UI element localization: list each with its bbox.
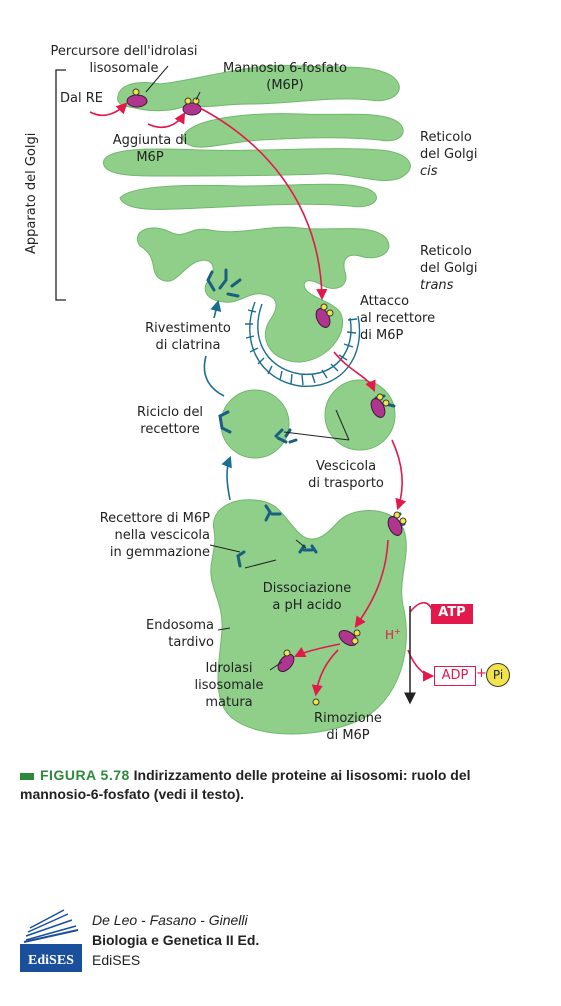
late-endosome (210, 499, 407, 735)
label-dissociation: Dissociazione a pH acido (262, 581, 352, 613)
footer-book-title: Biologia e Genetica II Ed. (92, 932, 260, 948)
logo-text: EdiSES (28, 953, 74, 968)
label-mature-hydrolase: Idrolasi lisosomale matura (194, 661, 264, 710)
cis-golgi-cisternae (103, 64, 411, 210)
footer-credits: De Leo - Fasano - Ginelli Biologia e Gen… (92, 910, 259, 970)
pi-circle: Pi (486, 663, 510, 687)
adp-badge: ADP (434, 666, 476, 686)
label-golgi-apparatus: Apparato del Golgi (24, 132, 39, 254)
footer-authors: De Leo - Fasano - Ginelli (92, 912, 248, 928)
label-precursor: Percursore dell'idrolasi lisosomale (50, 44, 198, 76)
leader-lines (145, 65, 350, 671)
atp-badge: ATP (431, 604, 473, 624)
caption-marker (20, 772, 34, 780)
phosphate-groups (132, 88, 407, 706)
hydrolase-molecules (126, 94, 403, 673)
label-receptor-recycling: Riciclo del recettore (136, 405, 204, 437)
label-receptor-binding: Attacco al recettore di M6P (360, 294, 436, 343)
label-from-er: Dal RE (60, 91, 103, 106)
label-add-m6p: Aggiunta di M6P (112, 133, 188, 165)
figure-number: FIGURA 5.78 (40, 767, 130, 783)
label-m6p-removal: Rimozione di M6P (314, 711, 382, 743)
clathrin-coat (245, 301, 361, 387)
label-m6p: Mannosio 6-fosfato (M6P) (223, 61, 347, 93)
figure-caption: FIGURA 5.78 Indirizzamento delle protein… (20, 766, 530, 804)
caption-text: Indirizzamento delle proteine ai lisosom… (20, 767, 471, 802)
label-transport-vesicle: Vescicola di trasporto (308, 459, 384, 491)
footer-publisher: EdiSES (92, 952, 141, 968)
label-budding-receptor: Recettore di M6P nella vescicola in gemm… (99, 511, 210, 560)
label-late-endosome: Endosoma tardivo (145, 618, 214, 650)
label-clathrin-coat: Rivestimento di clatrina (145, 321, 231, 353)
edises-logo: EdiSES (20, 909, 82, 972)
recycling-arrows (203, 299, 232, 501)
golgi-bracket (55, 69, 66, 301)
recycling-vesicle (220, 389, 290, 459)
plus-sign: + (476, 666, 487, 681)
lysosome-targeting-diagram (55, 64, 435, 735)
proton-label: H+ (385, 627, 401, 642)
